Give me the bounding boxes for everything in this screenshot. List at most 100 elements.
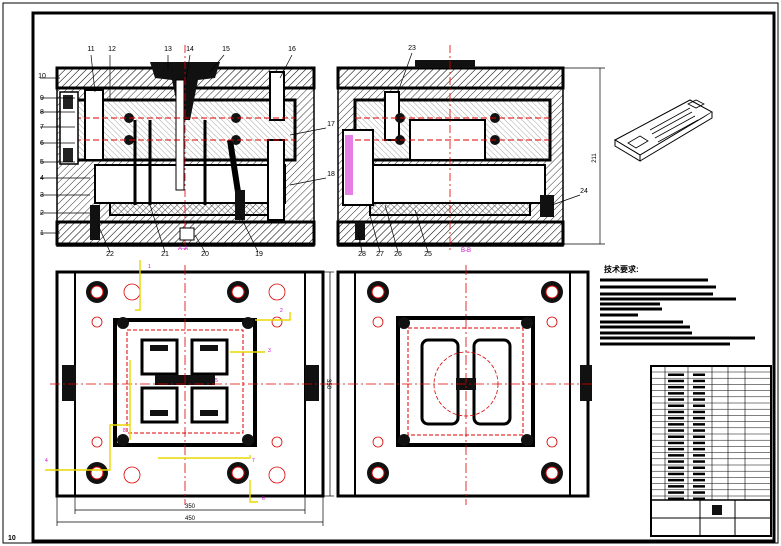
callout-top-14: 14 xyxy=(186,46,194,53)
callout-left-9: 9 xyxy=(40,95,44,102)
callout-bottom-26: 26 xyxy=(394,251,402,258)
tech-requirements-lines xyxy=(600,278,755,346)
dim-overall-width: 450 xyxy=(185,516,196,522)
dim-inner-width: 350 xyxy=(185,504,196,510)
parts-list-row-mark xyxy=(693,485,705,488)
wire-marker-8: 8 xyxy=(123,428,126,434)
product-isometric xyxy=(613,99,714,162)
callout-left-10: 10 xyxy=(38,73,46,80)
parts-list-row-mark xyxy=(668,478,684,482)
parts-list-row-mark xyxy=(668,466,684,469)
callout-right-24: 24 xyxy=(580,188,588,195)
parts-list-row-mark xyxy=(668,454,684,457)
parts-list-row-mark xyxy=(693,404,705,407)
parts-list-row-mark xyxy=(693,410,705,414)
callout-left-2: 2 xyxy=(40,210,44,217)
parts-list-row-mark xyxy=(668,429,684,432)
section-view-left xyxy=(55,45,316,250)
callout-left-3: 3 xyxy=(40,192,44,199)
section-label-right: B-B xyxy=(461,248,471,254)
parts-list-row-mark xyxy=(668,447,684,451)
parts-list-row-mark xyxy=(668,460,684,463)
plan-view-right xyxy=(330,265,595,505)
callout-top-23: 23 xyxy=(408,45,416,52)
dim-plan-height: 350 xyxy=(325,379,331,390)
section-view-right xyxy=(336,45,565,250)
wire-marker-7: 7 xyxy=(252,458,255,464)
parts-list-row-mark xyxy=(693,478,705,482)
parts-list-row-mark xyxy=(668,410,684,414)
dim-height-side: 211 xyxy=(592,153,598,163)
parts-list-row-mark xyxy=(668,385,684,389)
callout-left-6: 6 xyxy=(40,140,44,147)
callout-bottom-27: 27 xyxy=(376,251,384,258)
parts-list-row-mark xyxy=(693,373,705,376)
parts-list-row-mark xyxy=(693,385,705,389)
tech-requirements-title: 技术要求: xyxy=(604,264,639,274)
parts-list-row-mark xyxy=(693,416,705,420)
parts-list-row-mark xyxy=(693,447,705,451)
height-dimension xyxy=(563,67,605,245)
callout-left-4: 4 xyxy=(40,175,44,182)
callout-top-15: 15 xyxy=(222,46,230,53)
corner-mark: 10 xyxy=(8,535,16,542)
callout-bottom-21: 21 xyxy=(161,251,169,258)
leaders-left xyxy=(40,52,413,253)
parts-list-row-mark xyxy=(693,497,705,500)
callout-top-11: 11 xyxy=(87,46,94,53)
parts-list-row-mark xyxy=(693,466,705,469)
wire-marker-4: 4 xyxy=(45,458,48,464)
parts-list-row-mark xyxy=(668,485,684,488)
leaders-right xyxy=(357,194,581,253)
wire-marker-5: 5 xyxy=(215,378,218,384)
parts-list-row-mark xyxy=(668,373,684,376)
callout-bottom-22: 22 xyxy=(106,251,114,258)
callout-right-18: 18 xyxy=(327,171,335,178)
callout-left-8: 8 xyxy=(40,109,44,116)
callout-top-12: 12 xyxy=(108,46,116,53)
parts-list-row-mark xyxy=(693,460,705,463)
callout-right-17: 17 xyxy=(327,121,335,128)
callout-bottom-20: 20 xyxy=(201,251,209,258)
parts-list-row-mark xyxy=(693,398,705,401)
callout-left-7: 7 xyxy=(40,124,44,131)
plan-dimensions xyxy=(56,271,334,526)
callout-bottom-19: 19 xyxy=(255,251,263,258)
parts-list-row-mark xyxy=(668,392,684,395)
plan-view-left xyxy=(45,260,330,505)
wire-marker-6: 6 xyxy=(262,496,265,502)
parts-list-row-mark xyxy=(693,429,705,432)
parts-list-row-mark xyxy=(668,416,684,420)
parts-list-row-mark xyxy=(668,435,684,438)
parts-list-row-mark xyxy=(693,423,705,426)
callout-bottom-28: 28 xyxy=(358,251,366,258)
parts-list-row-mark xyxy=(693,454,705,457)
bolt-holes-left xyxy=(86,281,286,484)
parts-list-row-mark xyxy=(668,398,684,401)
wire-marker-3: 3 xyxy=(268,348,271,354)
wire-marker-2: 2 xyxy=(280,308,283,314)
parts-list-row-mark xyxy=(668,472,684,476)
callout-top-13: 13 xyxy=(164,46,172,53)
parts-list-row-mark xyxy=(693,435,705,438)
parts-list-table xyxy=(650,365,772,537)
callout-bottom-25: 25 xyxy=(424,251,432,258)
callout-top-16: 16 xyxy=(288,46,296,53)
parts-list-row-mark xyxy=(693,491,705,494)
parts-list-row-mark xyxy=(693,392,705,395)
parts-list-row-mark xyxy=(668,441,684,445)
parts-list-row-mark xyxy=(668,491,684,494)
section-label-left: A-A xyxy=(178,246,188,252)
parts-list-row-mark xyxy=(693,472,705,476)
wire-marker-1: 1 xyxy=(148,264,151,270)
drawing-frame xyxy=(31,11,776,543)
parts-list-row-mark xyxy=(668,379,684,383)
parts-list-row-mark xyxy=(668,404,684,407)
parts-list-row-mark xyxy=(668,497,684,500)
callout-left-1: 1 xyxy=(40,230,44,237)
callout-left-5: 5 xyxy=(40,159,44,166)
parts-list-row-mark xyxy=(668,423,684,426)
